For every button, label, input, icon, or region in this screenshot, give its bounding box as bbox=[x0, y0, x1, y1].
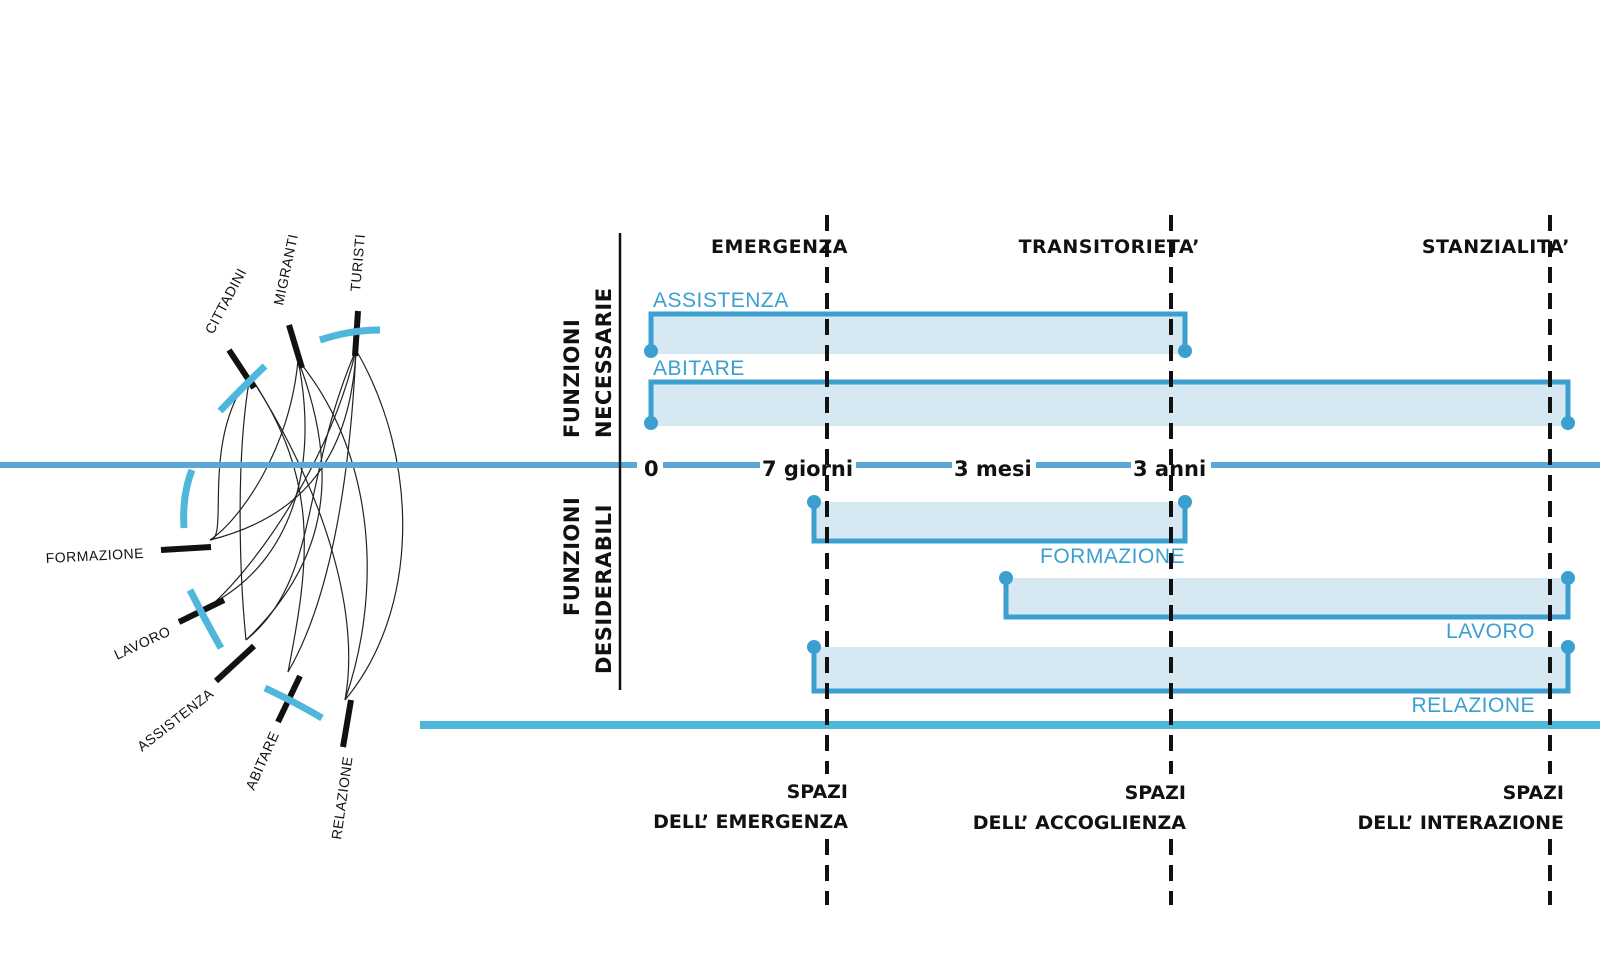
formazione-label: FORMAZIONE bbox=[45, 545, 144, 566]
connection-curve bbox=[214, 359, 306, 603]
migranti-label: MIGRANTI bbox=[270, 232, 301, 306]
formazione-band-fill bbox=[814, 502, 1185, 541]
relazione-segment bbox=[340, 699, 354, 748]
formazione-arc bbox=[180, 468, 196, 529]
space-interazione-line1: SPAZI bbox=[1503, 782, 1564, 804]
connection-curve bbox=[209, 349, 357, 541]
tick-0: 0 bbox=[644, 457, 659, 481]
turisti-arc bbox=[318, 326, 381, 344]
relazione-band-frame bbox=[811, 647, 1571, 694]
connection-curve bbox=[287, 349, 357, 673]
function-bands: ASSISTENZA ABITARE FORMAZIONE LAVORO REL… bbox=[644, 289, 1575, 717]
phase-stanzialita: STANZIALITA’ bbox=[1422, 236, 1570, 258]
phase-emergenza: EMERGENZA bbox=[711, 236, 848, 258]
lavoro-band-fill bbox=[1006, 578, 1568, 617]
relazione-label: RELAZIONE bbox=[328, 755, 356, 840]
cittadini-arc bbox=[217, 363, 268, 414]
lavoro-label: LAVORO bbox=[1446, 620, 1535, 643]
blue-marks bbox=[180, 326, 381, 722]
assistenza-band-fill bbox=[651, 314, 1185, 354]
desirable-label-line1: FUNZIONI bbox=[560, 497, 584, 616]
turisti-label: TURISTI bbox=[347, 233, 368, 292]
abitare-label: ABITARE bbox=[653, 357, 745, 380]
abitare-arc bbox=[263, 684, 324, 722]
space-accoglienza-line1: SPAZI bbox=[1125, 782, 1186, 804]
assistenza-label: ASSISTENZA bbox=[134, 685, 217, 754]
abitare-band-fill bbox=[651, 382, 1568, 426]
cittadini-label: CITTADINI bbox=[202, 265, 250, 336]
lavoro-label: LAVORO bbox=[112, 623, 173, 663]
top-segments bbox=[226, 310, 361, 390]
connection-curve bbox=[214, 349, 357, 603]
necessary-label-line2: NECESSARIE bbox=[592, 287, 616, 438]
space-accoglienza-line2: DELL’ ACCOGLIENZA bbox=[973, 812, 1187, 834]
connection-curve bbox=[249, 375, 350, 701]
connection-curves bbox=[209, 349, 404, 701]
phase-transitorieta: TRANSITORIETA’ bbox=[1019, 236, 1200, 258]
connection-curve bbox=[245, 359, 323, 641]
space-labels: SPAZI DELL’ EMERGENZA SPAZI DELL’ ACCOGL… bbox=[653, 774, 1564, 834]
phase-headings: EMERGENZA TRANSITORIETA’ STANZIALITA’ bbox=[711, 236, 1570, 258]
space-emergenza-line1: SPAZI bbox=[787, 781, 848, 803]
formazione-band-frame bbox=[811, 502, 1188, 544]
connection-curve bbox=[239, 375, 251, 641]
relazione-label: RELAZIONE bbox=[1411, 694, 1535, 717]
formazione-label: FORMAZIONE bbox=[1040, 545, 1185, 568]
abitare-label: ABITARE bbox=[242, 729, 282, 792]
side-labels: FUNZIONI NECESSARIE FUNZIONI DESIDERABIL… bbox=[560, 287, 616, 674]
connection-curve bbox=[344, 349, 404, 701]
connection-curve bbox=[209, 359, 299, 541]
lavoro-band-frame bbox=[1003, 578, 1571, 620]
desirable-label-line2: DESIDERABILI bbox=[592, 504, 616, 674]
assistenza-band-frame bbox=[648, 311, 1188, 351]
assistenza-segment bbox=[213, 643, 257, 684]
lavoro-arc bbox=[186, 588, 225, 650]
formazione-segment bbox=[160, 544, 212, 553]
space-emergenza-line2: DELL’ EMERGENZA bbox=[653, 811, 848, 833]
radial-diagram: CITTADINI MIGRANTI TURISTI FORMAZIONE LA… bbox=[45, 232, 404, 840]
assistenza-label: ASSISTENZA bbox=[653, 289, 789, 312]
relazione-band-fill bbox=[814, 647, 1568, 691]
tick-3-mesi: 3 mesi bbox=[954, 457, 1032, 481]
abitare-band-frame bbox=[648, 379, 1571, 423]
migranti-segment bbox=[286, 324, 305, 369]
connection-curve bbox=[245, 349, 357, 641]
connection-curve bbox=[297, 359, 368, 701]
tick-7-giorni: 7 giorni bbox=[762, 457, 853, 481]
space-interazione-line2: DELL’ INTERAZIONE bbox=[1357, 812, 1564, 834]
necessary-label-line1: FUNZIONI bbox=[560, 319, 584, 438]
